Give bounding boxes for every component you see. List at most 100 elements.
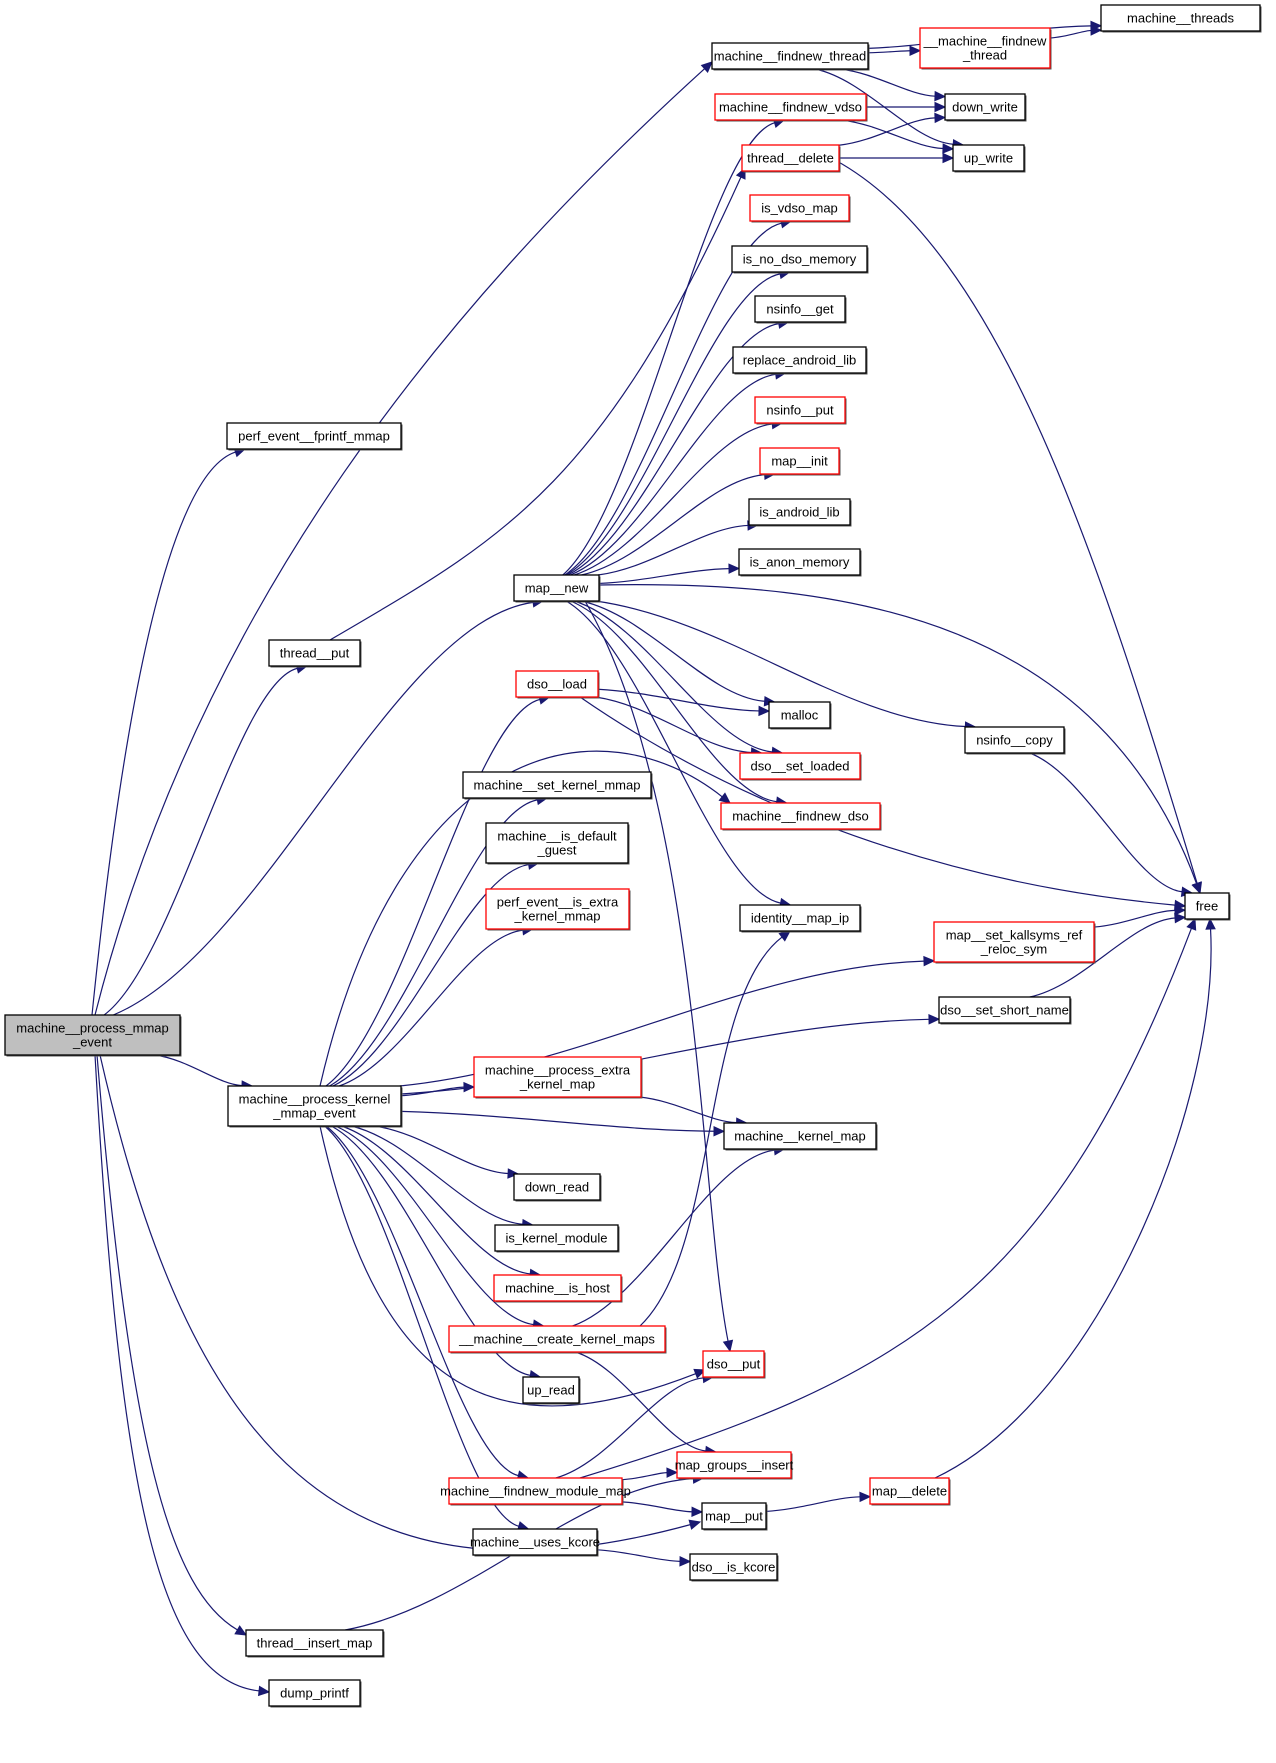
- node-is-kernel-module[interactable]: is_kernel_module: [494, 1224, 620, 1253]
- node-box: [513, 1173, 601, 1201]
- node--machine-create-kernel-maps[interactable]: __machine__create_kernel_maps: [448, 1325, 667, 1354]
- node-dso-load[interactable]: dso__load: [515, 670, 600, 699]
- node-box: [711, 42, 869, 70]
- call-edge: [639, 1096, 737, 1124]
- node-box: [748, 498, 851, 526]
- node-up-write[interactable]: up_write: [952, 144, 1026, 173]
- node-replace-android-lib[interactable]: replace_android_lib: [732, 346, 868, 375]
- node-machine-process-mmap-event[interactable]: machine__process_mmap_event: [4, 1014, 182, 1057]
- node-malloc[interactable]: malloc: [768, 701, 832, 730]
- node-box: [702, 1350, 765, 1378]
- call-edge: [330, 1125, 531, 1376]
- node-map-init[interactable]: map__init: [759, 447, 841, 476]
- node-map-groups-insert[interactable]: map_groups__insert: [675, 1451, 794, 1480]
- arrowhead-icon: [859, 1491, 872, 1503]
- node-label: machine__findnew_thread: [714, 49, 867, 64]
- node-box: [485, 888, 630, 930]
- call-edge: [154, 1054, 243, 1087]
- node-label: dso__set_loaded: [750, 759, 849, 774]
- node-free[interactable]: free: [1184, 892, 1231, 921]
- node-dso-set-short-name[interactable]: dso__set_short_name: [938, 996, 1072, 1025]
- node-dso-put[interactable]: dso__put: [702, 1350, 766, 1379]
- node-thread-insert-map[interactable]: thread__insert_map: [245, 1629, 385, 1658]
- node-down-write[interactable]: down_write: [944, 93, 1027, 122]
- node-machine-findnew-vdso[interactable]: machine__findnew_vdso: [714, 93, 868, 122]
- node-box: [513, 574, 600, 602]
- arrowhead-icon: [928, 1014, 941, 1025]
- node-identity-map-ip[interactable]: identity__map_ip: [739, 904, 862, 933]
- node-machine-findnew-dso[interactable]: machine__findnew_dso: [720, 802, 882, 831]
- node-box: [676, 1451, 792, 1479]
- arrowhead-icon: [1205, 917, 1216, 930]
- arrowhead-icon: [691, 1506, 704, 1518]
- node-map-new[interactable]: map__new: [513, 574, 601, 603]
- node-dump-printf[interactable]: dump_printf: [268, 1679, 362, 1708]
- arrowhead-icon: [942, 152, 955, 164]
- node-label: up_read: [527, 1383, 575, 1398]
- arrowhead-icon: [934, 112, 947, 124]
- node-label: machine__kernel_map: [734, 1129, 866, 1144]
- node-map-delete[interactable]: map__delete: [869, 1477, 951, 1506]
- arrowhead-icon: [1186, 917, 1197, 931]
- node-label: nsinfo__get: [766, 302, 834, 317]
- node-machine-kernel-map[interactable]: machine__kernel_map: [723, 1122, 878, 1151]
- node-machine-uses-kcore[interactable]: machine__uses_kcore: [470, 1528, 600, 1557]
- arrowhead-icon: [934, 90, 947, 102]
- call-edge: [598, 584, 1198, 884]
- call-edge: [597, 688, 760, 712]
- node-box: [245, 1629, 384, 1657]
- node-box: [462, 771, 652, 799]
- node-nsinfo-put[interactable]: nsinfo__put: [754, 396, 847, 425]
- node-box: [720, 802, 881, 830]
- arrowhead-icon: [1174, 912, 1187, 924]
- node-machine-findnew-module-map[interactable]: machine__findnew_module_map: [440, 1477, 631, 1506]
- node-is-android-lib[interactable]: is_android_lib: [748, 498, 852, 527]
- node-box: [739, 904, 861, 932]
- node-machine-is-host[interactable]: machine__is_host: [493, 1274, 623, 1303]
- node-perf-event-fprintf-mmap[interactable]: perf_event__fprintf_mmap: [226, 422, 403, 451]
- node-is-anon-memory[interactable]: is_anon_memory: [738, 548, 862, 577]
- node-dso-set-loaded[interactable]: dso__set_loaded: [739, 752, 862, 781]
- call-edge: [555, 1377, 704, 1479]
- node-label: map_groups__insert: [675, 1458, 794, 1473]
- node-up-read[interactable]: up_read: [522, 1376, 581, 1405]
- node-box: [919, 27, 1051, 69]
- node-box: [754, 396, 846, 424]
- node-machine-findnew-thread[interactable]: machine__findnew_thread: [711, 42, 870, 71]
- node-down-read[interactable]: down_read: [513, 1173, 602, 1202]
- node-box: [754, 295, 846, 323]
- node-label: _event: [72, 1035, 112, 1050]
- node-map-put[interactable]: map__put: [701, 1502, 768, 1531]
- node-machine-threads[interactable]: machine__threads: [1100, 4, 1262, 33]
- node-label: dump_printf: [280, 1686, 349, 1701]
- node-thread-put[interactable]: thread__put: [268, 639, 362, 668]
- node--machine-findnew-thread[interactable]: __machine__findnew_thread: [919, 27, 1052, 70]
- node-nsinfo-get[interactable]: nsinfo__get: [754, 295, 847, 324]
- node-label: thread__put: [280, 646, 350, 661]
- node-machine-set-kernel-mmap[interactable]: machine__set_kernel_mmap: [462, 771, 653, 800]
- node-is-no-dso-memory[interactable]: is_no_dso_memory: [731, 245, 869, 274]
- node-label: __machine__findnew: [923, 34, 1047, 49]
- call-edge: [839, 68, 936, 97]
- node-dso-is-kcore[interactable]: dso__is_kcore: [689, 1553, 779, 1582]
- arrowhead-icon: [758, 705, 771, 717]
- call-edge: [338, 929, 523, 1087]
- node-nsinfo-copy[interactable]: nsinfo__copy: [964, 726, 1066, 755]
- node-box: [944, 93, 1026, 121]
- node-box: [723, 1122, 877, 1150]
- node-map-set-kallsyms-ref-reloc-sym[interactable]: map__set_kallsyms_ref_reloc_sym: [933, 921, 1096, 964]
- call-edge: [341, 1125, 531, 1275]
- node-machine-process-extra-kernel-map[interactable]: machine__process_extra_kernel_map: [473, 1056, 643, 1099]
- node-is-vdso-map[interactable]: is_vdso_map: [749, 194, 851, 223]
- call-edge: [765, 1496, 861, 1513]
- call-edge: [595, 696, 752, 754]
- node-machine-process-kernel-mmap-event[interactable]: machine__process_kernel_mmap_event: [227, 1085, 403, 1128]
- node-label: down_write: [952, 100, 1018, 115]
- node-label: machine__process_mmap: [16, 1021, 168, 1036]
- call-edge: [596, 1549, 681, 1562]
- node-box: [952, 144, 1025, 172]
- node-machine-is-default-guest[interactable]: machine__is_default_guest: [485, 822, 630, 865]
- node-thread-delete[interactable]: thread__delete: [741, 144, 841, 173]
- call-edge: [621, 1472, 668, 1481]
- node-perf-event-is-extra-kernel-mmap[interactable]: perf_event__is_extra_kernel_mmap: [485, 888, 631, 931]
